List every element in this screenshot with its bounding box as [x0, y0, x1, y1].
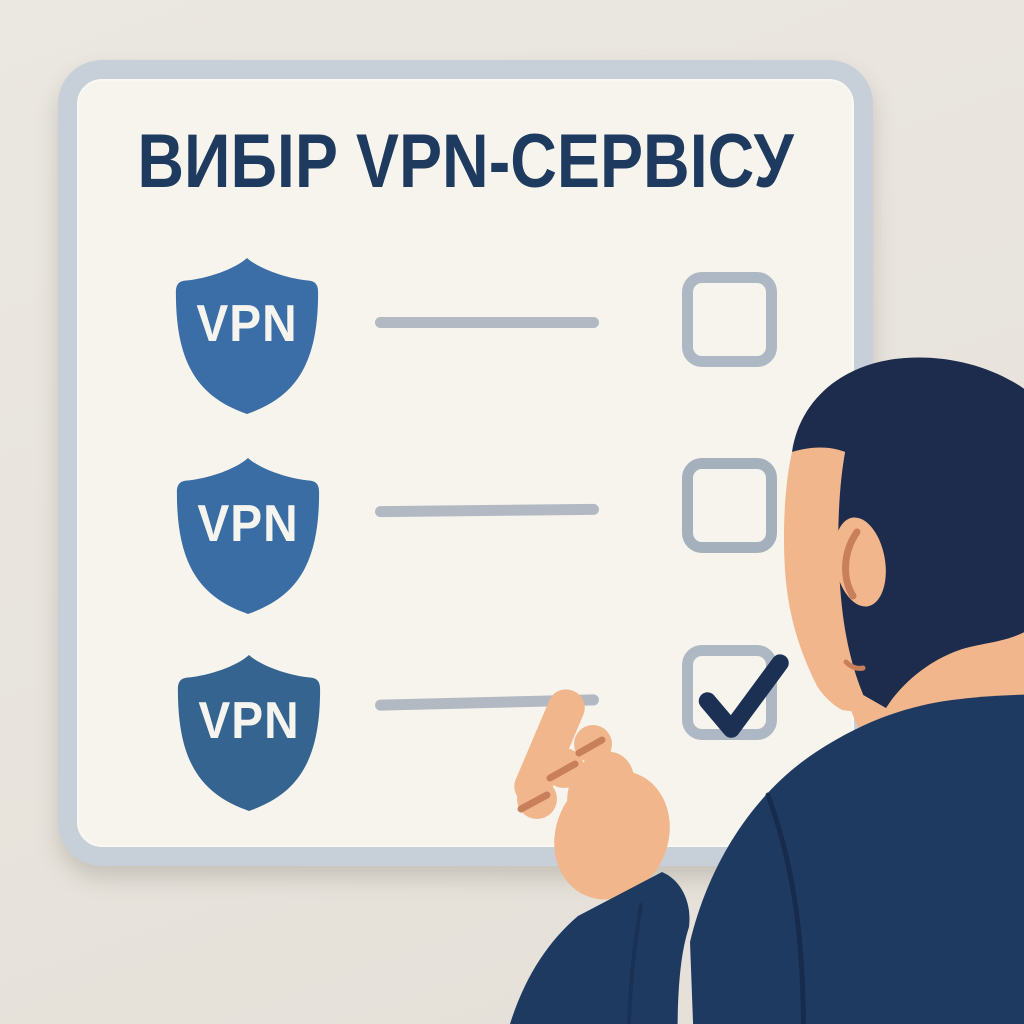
person-face — [783, 447, 872, 714]
vpn-shield-label: VPN — [197, 495, 299, 553]
hand-connector — [567, 751, 635, 833]
option-checkbox-1[interactable] — [682, 272, 777, 367]
vpn-checklist-board: ВИБІР VPN-СЕРВІСУ VPN VPN — [58, 60, 873, 866]
board-surface: ВИБІР VPN-СЕРВІСУ VPN VPN — [77, 79, 854, 847]
shield-shape — [177, 654, 321, 811]
shield-shape — [175, 257, 319, 414]
knuckle-lines — [517, 736, 606, 813]
person-jacket-body — [690, 694, 1024, 1024]
vpn-shield-icon: VPN — [169, 448, 327, 616]
poster-title: ВИБІР VPN-СЕРВІСУ — [137, 119, 794, 204]
person-hair — [792, 357, 1024, 708]
person-sleeve — [510, 872, 690, 1024]
vpn-shield-icon: VPN — [168, 248, 326, 416]
vpn-shield-icon: VPN — [170, 645, 328, 813]
vpn-shield-label: VPN — [196, 295, 298, 353]
jacket-fold-line — [765, 792, 806, 1024]
vpn-shield-label: VPN — [198, 692, 300, 750]
shield-shape — [176, 457, 320, 614]
jaw-line — [843, 659, 866, 671]
option-placeholder-line — [375, 317, 599, 328]
sleeve-crease-line — [627, 903, 643, 1024]
ear-inner-line — [842, 528, 861, 600]
option-checkbox-2[interactable] — [682, 458, 777, 553]
checkmark-icon — [698, 654, 789, 738]
option-checkbox-3[interactable] — [682, 645, 789, 740]
pointing-finger — [514, 689, 585, 805]
